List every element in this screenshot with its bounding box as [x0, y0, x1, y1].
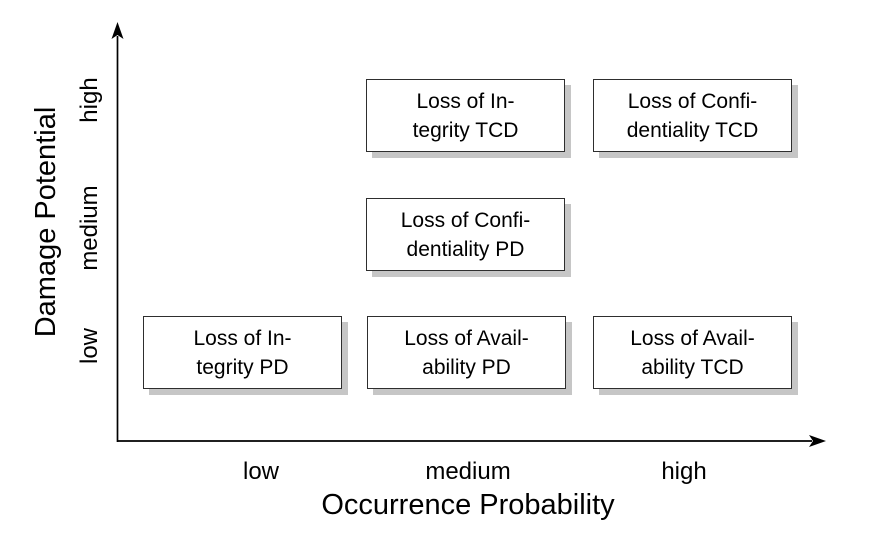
box-label-line: Loss of In-	[193, 326, 292, 350]
box-label-line: Loss of Avail-	[404, 326, 529, 350]
box-label-line: Loss of Confi-	[400, 208, 531, 232]
matrix-box-loss-of-availability-tcd: Loss of Avail- ability TCD	[593, 316, 792, 389]
x-tick-high: high	[661, 458, 707, 485]
y-tick-medium: medium	[76, 185, 103, 271]
x-tick-low: low	[242, 458, 280, 485]
matrix-box-loss-of-confidentiality-tcd: Loss of Confi- dentiality TCD	[593, 79, 792, 152]
y-axis-arrowhead-icon	[111, 22, 124, 39]
matrix-box-loss-of-confidentiality-pd: Loss of Confi- dentiality PD	[366, 198, 565, 271]
x-axis-title: Occurrence Probability	[321, 489, 615, 521]
box-label-line: tegrity TCD	[412, 118, 519, 142]
box-label-line: dentiality PD	[406, 237, 525, 261]
y-tick-low: low	[76, 327, 103, 365]
y-tick-high: high	[76, 77, 103, 123]
box-label-line: tegrity PD	[196, 355, 289, 379]
matrix-box-loss-of-integrity-pd: Loss of In- tegrity PD	[143, 316, 342, 389]
box-label-line: Loss of In-	[416, 89, 515, 113]
y-axis-title: Damage Potential	[30, 106, 62, 338]
box-label-line: ability PD	[422, 355, 511, 379]
x-axis-arrowhead-icon	[809, 435, 826, 447]
x-tick-medium: medium	[425, 458, 511, 485]
box-label-line: ability TCD	[641, 355, 744, 379]
box-label-line: dentiality TCD	[626, 118, 759, 142]
matrix-box-loss-of-availability-pd: Loss of Avail- ability PD	[367, 316, 566, 389]
box-label-line: Loss of Confi-	[627, 89, 758, 113]
matrix-box-loss-of-integrity-tcd: Loss of In- tegrity TCD	[366, 79, 565, 152]
box-label-line: Loss of Avail-	[630, 326, 755, 350]
